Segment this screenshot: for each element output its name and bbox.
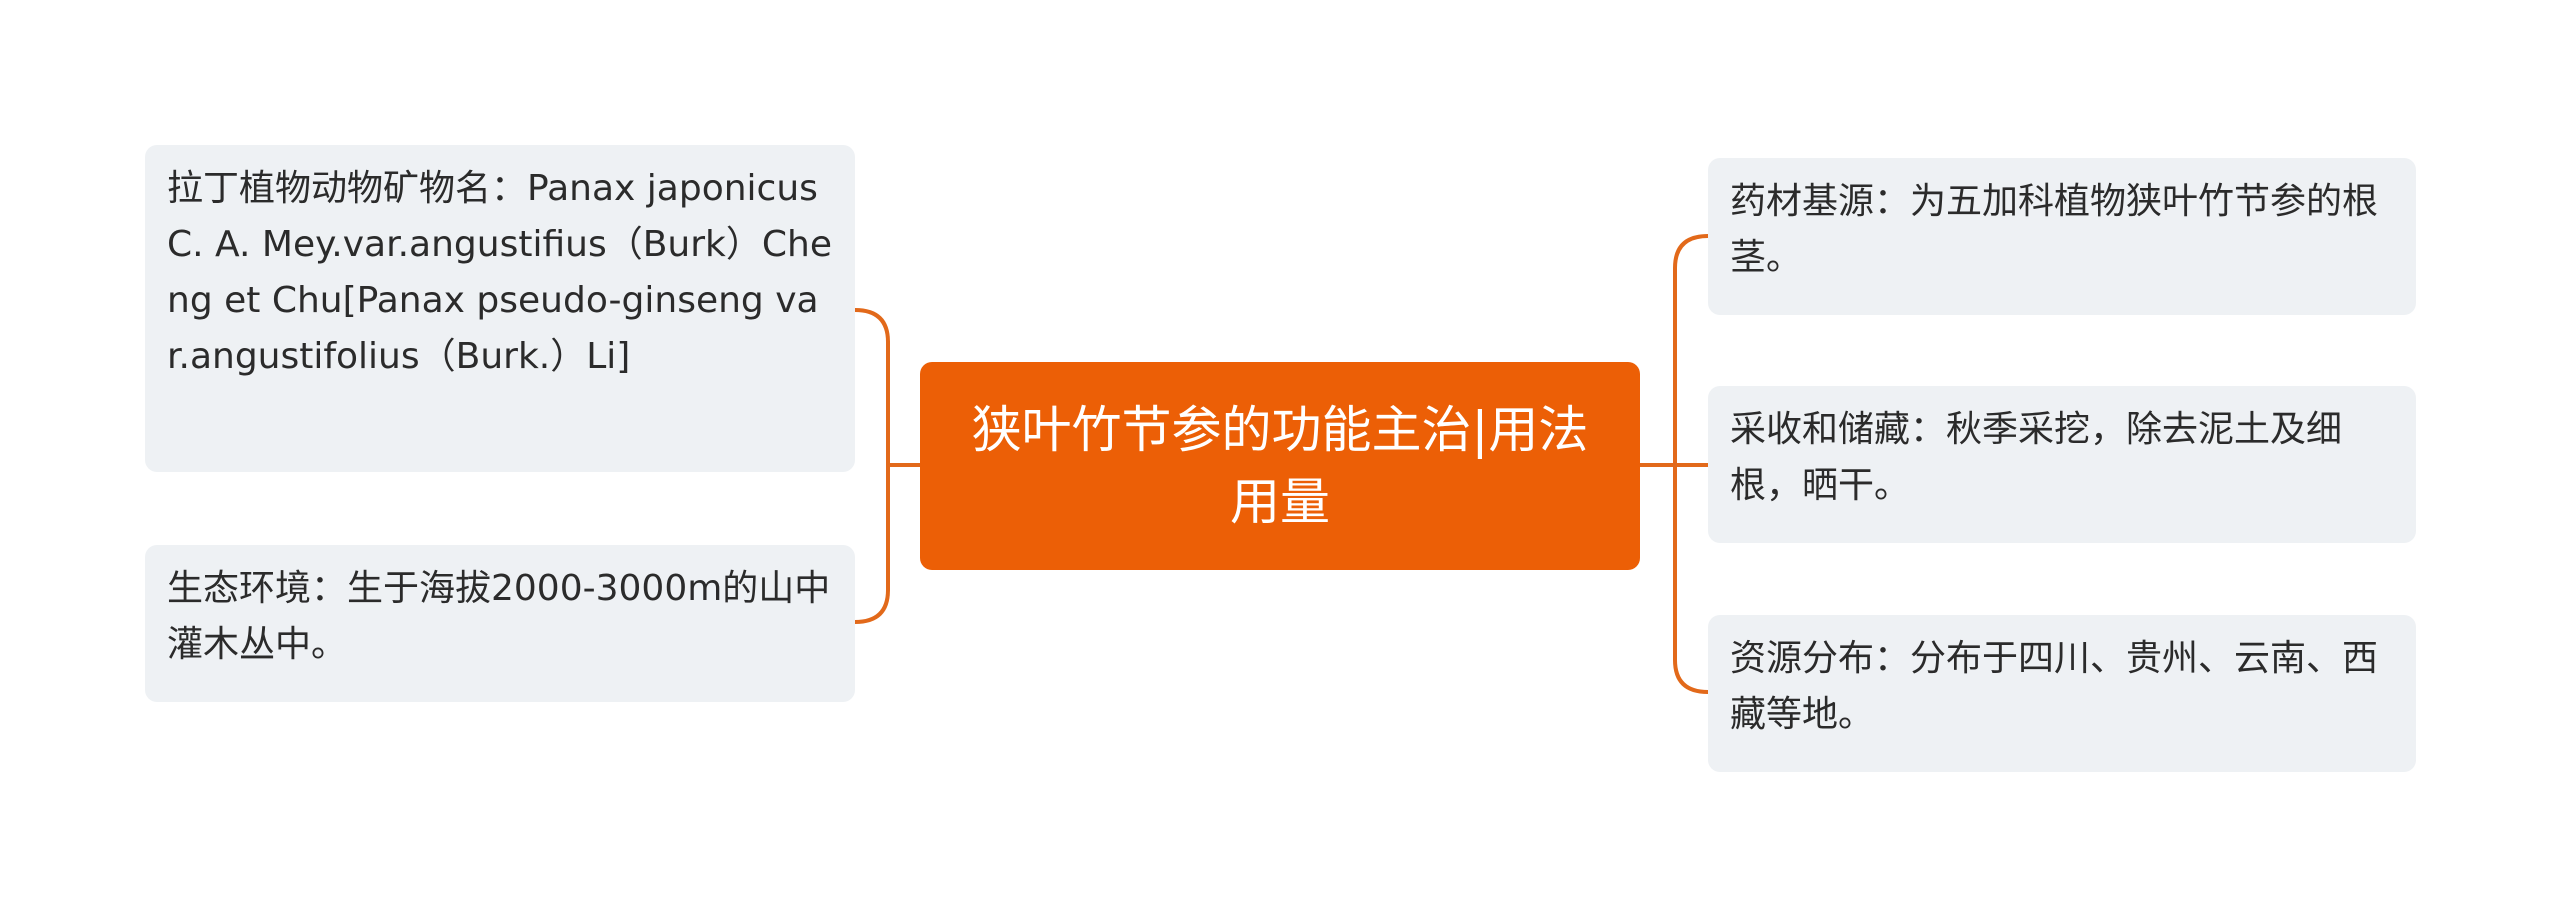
node-source[interactable]: 药材基源：为五加科植物狭叶竹节参的根茎。 [1708,158,2416,315]
central-topic-title: 狭叶竹节参的功能主治|用法用量 [971,401,1589,531]
connector-left-upper [853,308,890,467]
central-topic[interactable]: 狭叶竹节参的功能主治|用法用量 [920,362,1640,570]
node-distribution-text: 资源分布：分布于四川、贵州、云南、西藏等地。 [1730,638,2379,735]
node-harvest-text: 采收和储藏：秋季采挖，除去泥土及细根，晒干。 [1730,409,2343,506]
node-latin-name[interactable]: 拉丁植物动物矿物名：Panax japonicus C. A. Mey.var.… [145,145,855,472]
node-harvest[interactable]: 采收和储藏：秋季采挖，除去泥土及细根，晒干。 [1708,386,2416,543]
node-habitat[interactable]: 生态环境：生于海拔2000-3000m的山中灌木丛中。 [145,545,855,702]
node-latin-name-text: 拉丁植物动物矿物名：Panax japonicus C. A. Mey.var.… [167,168,832,377]
node-habitat-text: 生态环境：生于海拔2000-3000m的山中灌木丛中。 [167,568,831,665]
node-distribution[interactable]: 资源分布：分布于四川、贵州、云南、西藏等地。 [1708,615,2416,772]
connector-left-trunk [853,340,890,624]
node-source-text: 药材基源：为五加科植物狭叶竹节参的根茎。 [1730,181,2379,278]
